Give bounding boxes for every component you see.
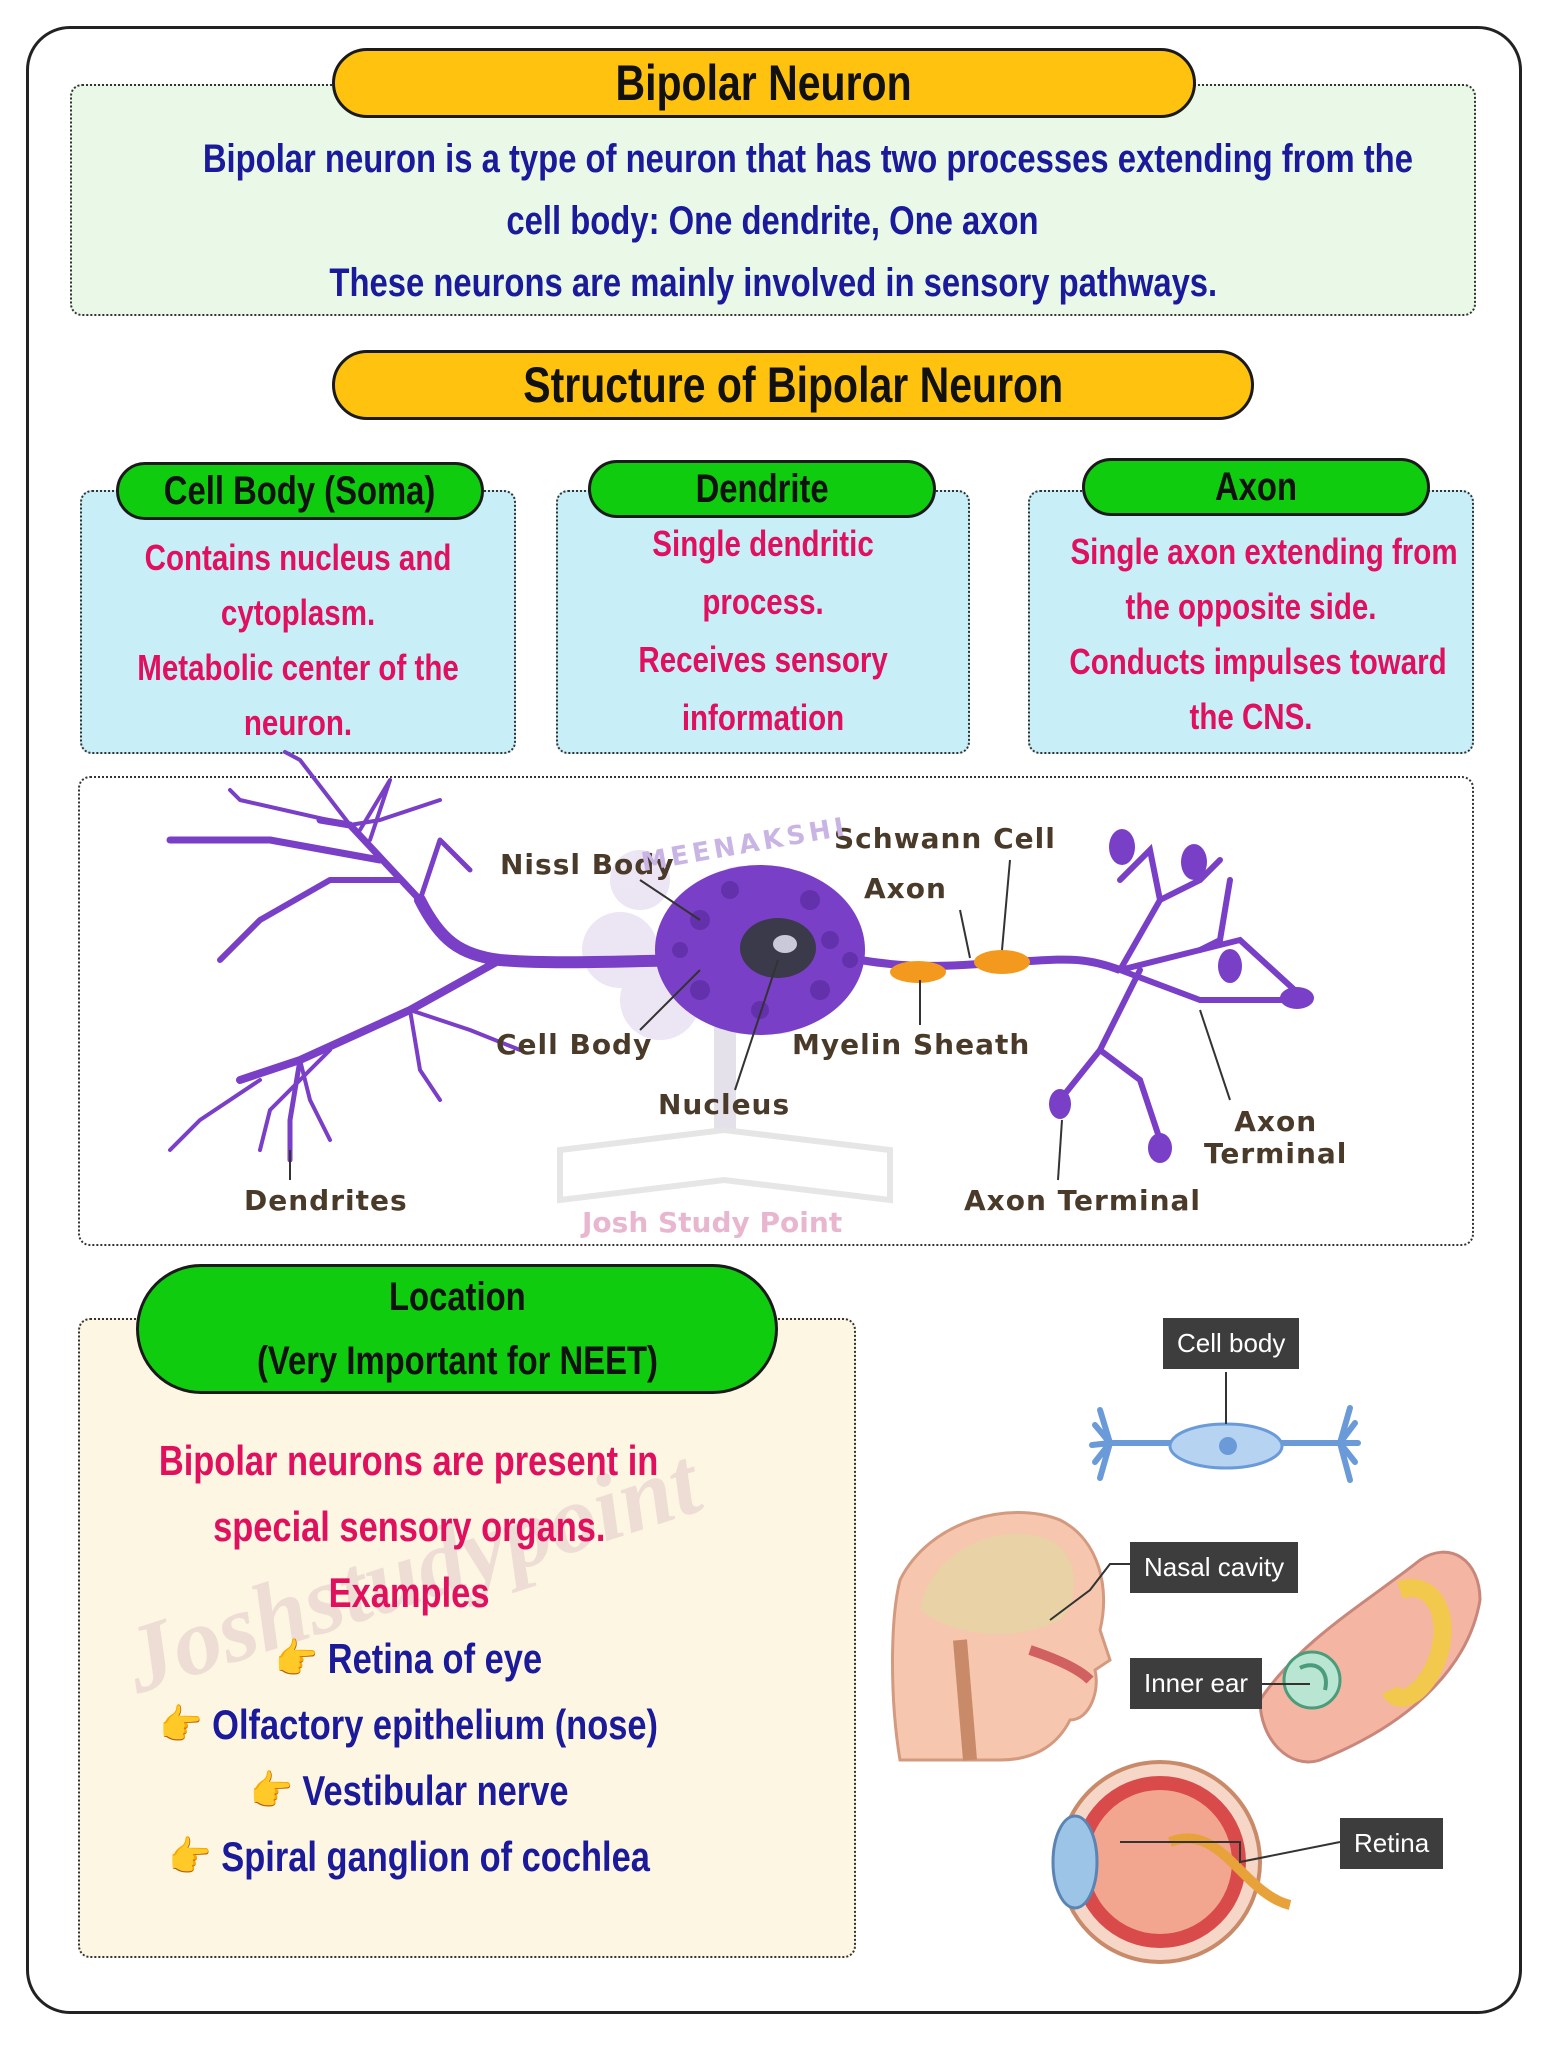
location-heading-line1: Location — [388, 1275, 526, 1319]
label-axon-terminal-right-line1: Axon — [1234, 1105, 1318, 1138]
card-line: Contains nucleus and — [144, 537, 452, 578]
card-line: the opposite side. — [1125, 586, 1377, 627]
intro-line-1: Bipolar neuron is a type of neuron that … — [202, 137, 1413, 181]
card-dendrite — [556, 490, 970, 754]
label-axon-terminal-right: Axon Terminal — [1204, 1106, 1347, 1170]
structure-title-pill: Structure of Bipolar Neuron — [332, 350, 1254, 420]
location-line2: special sensory organs. — [212, 1503, 606, 1550]
card-axon-heading: Axon — [1082, 458, 1430, 516]
card-axon — [1028, 490, 1474, 754]
label-myelin-sheath: Myelin Sheath — [792, 1028, 1031, 1061]
card-dendrite-heading-text: Dendrite — [695, 466, 829, 511]
label-inner-ear: Inner ear — [1130, 1658, 1263, 1709]
intro-line-2: cell body: One dendrite, One axon — [506, 199, 1040, 243]
card-axon-heading-text: Axon — [1215, 464, 1297, 509]
card-cell-body-heading: Cell Body (Soma) — [116, 462, 484, 520]
structure-title: Structure of Bipolar Neuron — [523, 357, 1063, 413]
location-heading-line2: (Very Important for NEET) — [256, 1339, 658, 1383]
label-cell-body: Cell Body — [496, 1028, 653, 1061]
intro-line-3: These neurons are mainly involved in sen… — [329, 261, 1217, 305]
card-line: Single axon extending from — [1070, 531, 1458, 572]
pointer-icon: 👉 — [249, 1767, 293, 1814]
pointer-icon: 👉 — [168, 1833, 212, 1880]
card-line: Metabolic center of the — [137, 647, 459, 688]
location-heading-pill: Location (Very Important for NEET) — [136, 1264, 778, 1394]
title-pill: Bipolar Neuron — [332, 48, 1196, 118]
label-axon: Axon — [864, 872, 947, 905]
pointer-icon: 👉 — [159, 1701, 203, 1748]
example-item: Spiral ganglion of cochlea — [220, 1833, 650, 1880]
example-item: Retina of eye — [328, 1635, 543, 1682]
card-line: Receives sensory — [638, 639, 888, 680]
card-axon-text: Single axon extending from the opposite … — [1028, 524, 1474, 744]
card-dendrite-heading: Dendrite — [588, 460, 936, 518]
label-dendrites: Dendrites — [244, 1184, 408, 1217]
location-line1: Bipolar neurons are present in — [159, 1437, 659, 1484]
location-text: Bipolar neurons are present in special s… — [78, 1428, 740, 1890]
card-line: neuron. — [243, 702, 353, 743]
card-dendrite-text: Single dendritic process. Receives senso… — [556, 515, 970, 747]
card-line: information — [681, 697, 845, 738]
label-nucleus: Nucleus — [658, 1088, 791, 1121]
card-line: process. — [702, 581, 824, 622]
intro-text: Bipolar neuron is a type of neuron that … — [70, 128, 1476, 314]
card-line: Single dendritic — [652, 523, 874, 564]
example-item: Vestibular nerve — [302, 1767, 569, 1814]
card-line: the CNS. — [1189, 696, 1313, 737]
location-box — [78, 1318, 856, 1958]
label-axon-terminal-bottom: Axon Terminal — [964, 1184, 1202, 1217]
pointer-icon: 👉 — [275, 1635, 319, 1682]
label-nasal-cavity: Nasal cavity — [1130, 1542, 1299, 1593]
label-retina: Retina — [1340, 1818, 1444, 1869]
label-axon-terminal-right-line2: Terminal — [1204, 1137, 1348, 1170]
card-line: cytoplasm. — [220, 592, 376, 633]
intro-box — [70, 84, 1476, 316]
card-cell-body-heading-text: Cell Body (Soma) — [164, 468, 436, 513]
label-cell-body-small: Cell body — [1163, 1318, 1300, 1369]
page-title: Bipolar Neuron — [615, 55, 913, 111]
label-schwann-cell: Schwann Cell — [834, 822, 1056, 855]
label-nissl-body: Nissl Body — [500, 848, 675, 881]
watermark-bottom: Josh Study Point — [582, 1206, 843, 1239]
location-examples-label: Examples — [328, 1569, 490, 1616]
example-item: Olfactory epithelium (nose) — [212, 1701, 659, 1748]
card-line: Conducts impulses toward — [1069, 641, 1447, 682]
card-cell-body-text: Contains nucleus and cytoplasm. Metaboli… — [80, 530, 516, 750]
